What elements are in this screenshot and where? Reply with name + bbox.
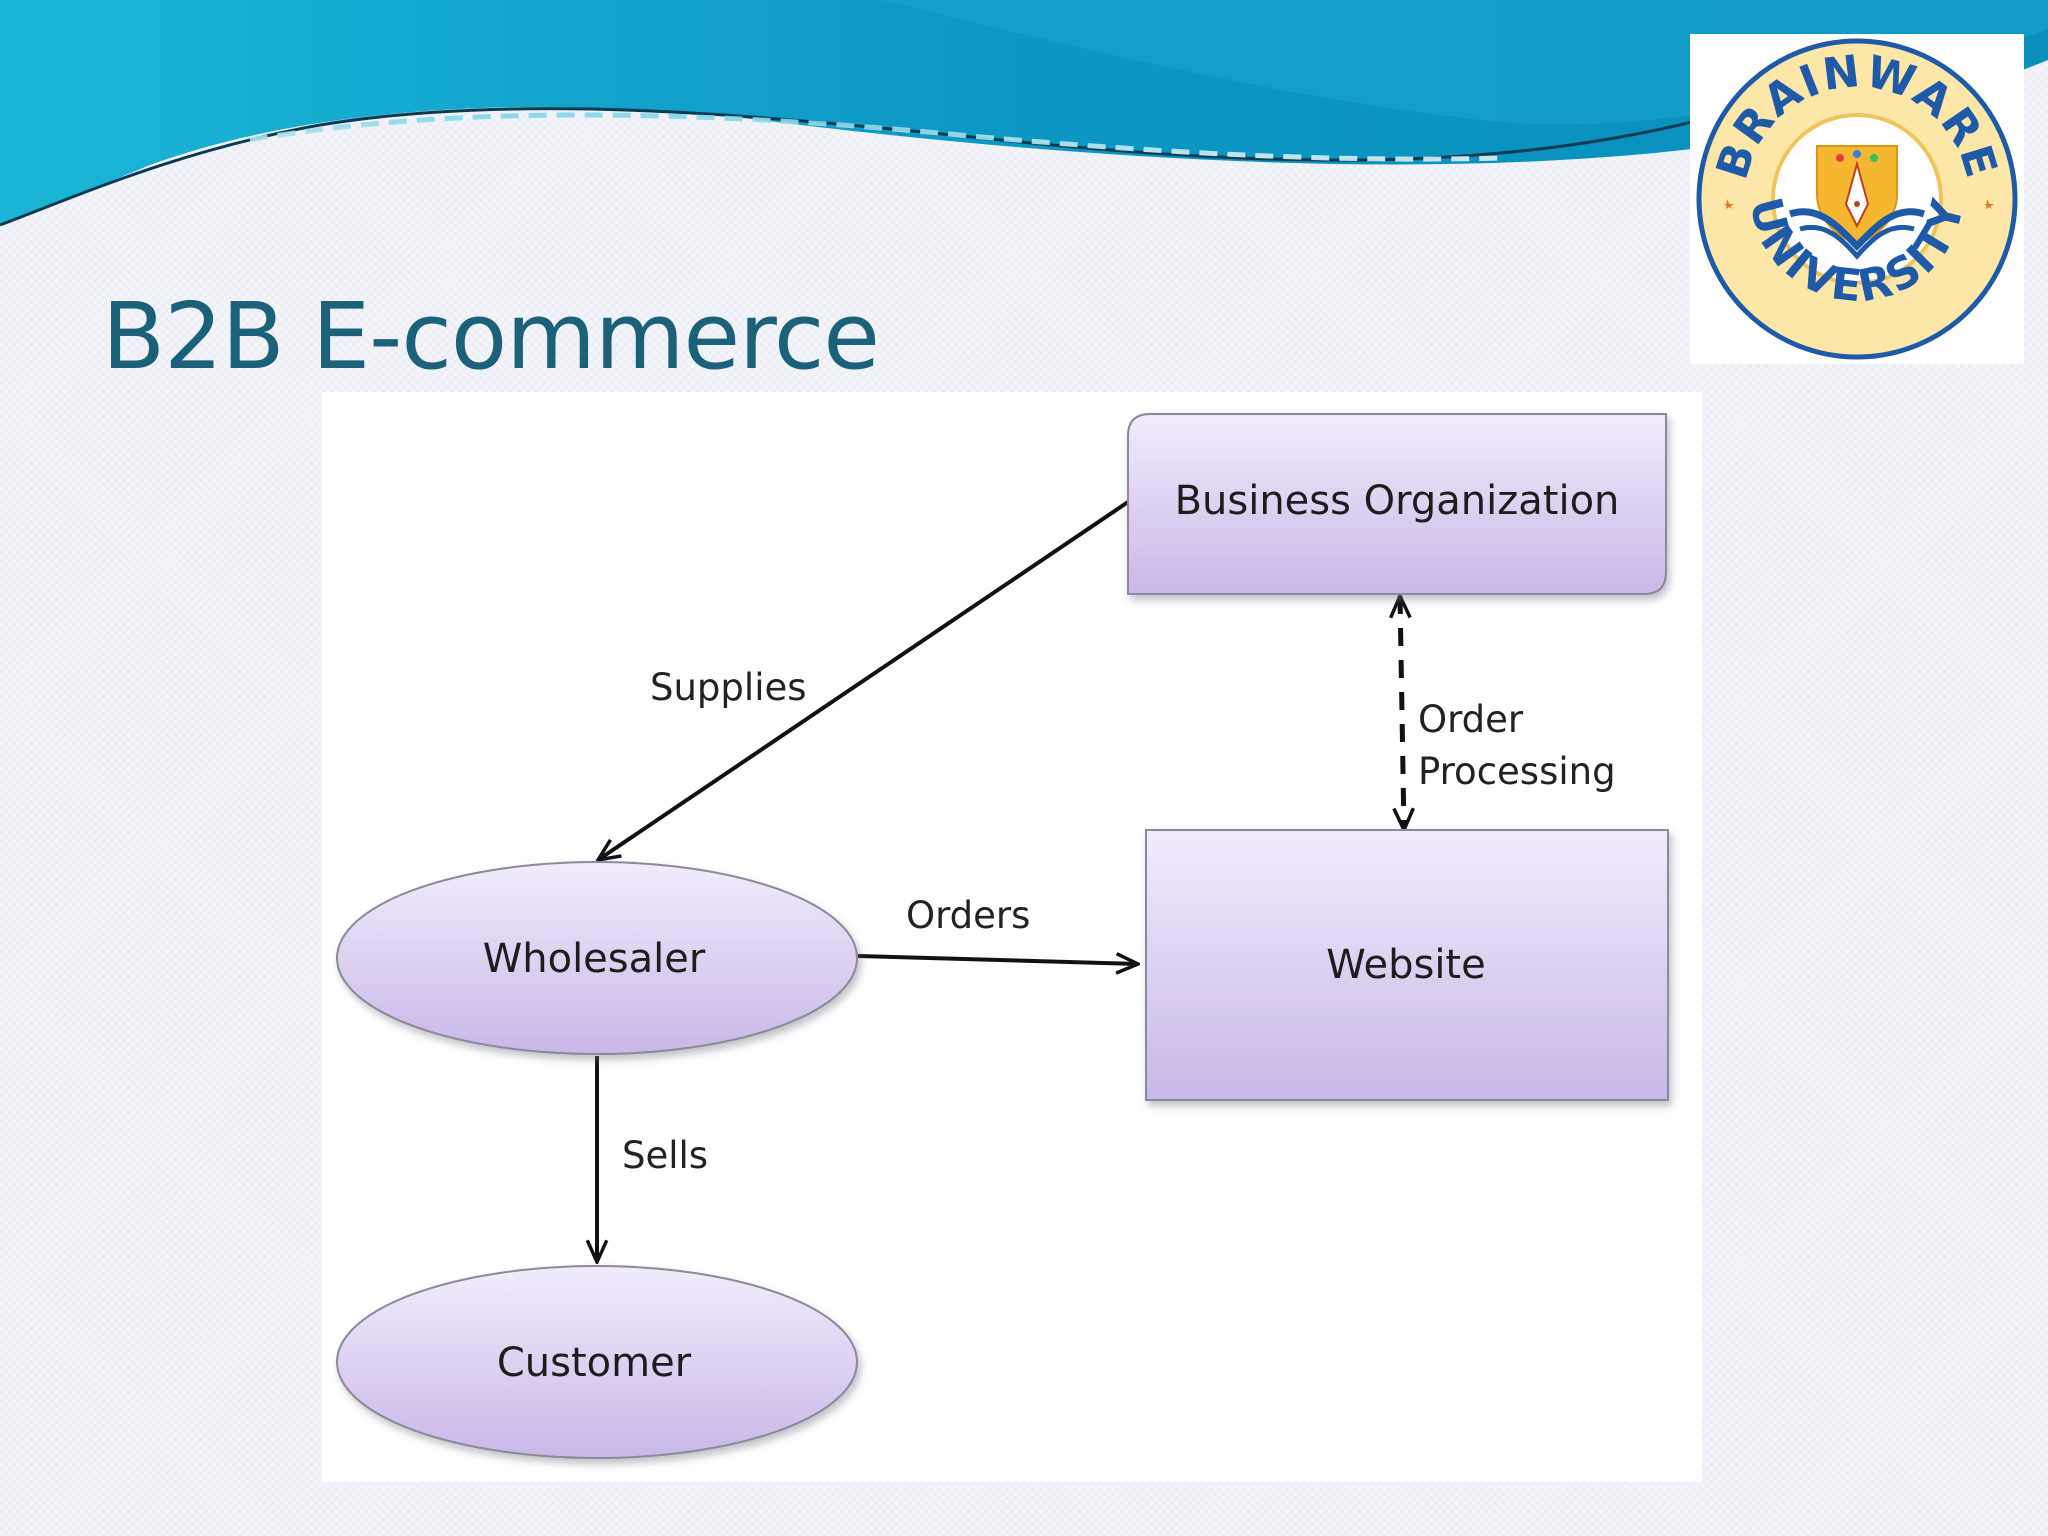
node-website-label: Website <box>1326 942 1485 988</box>
star-icon <box>1984 199 1994 209</box>
edge-label-order-processing-line1: Order <box>1418 698 1524 741</box>
edge-label-supplies: Supplies <box>650 666 807 709</box>
node-customer-label: Customer <box>497 1340 692 1386</box>
node-wholesaler: Wholesaler <box>336 861 858 1055</box>
node-business-organization: Business Organization <box>1127 413 1667 595</box>
edge-supplies-arrow <box>598 500 1130 860</box>
edge-label-orders: Orders <box>906 894 1030 937</box>
node-business-organization-label: Business Organization <box>1175 478 1620 524</box>
node-customer: Customer <box>336 1265 858 1459</box>
edge-orders-arrow <box>857 956 1138 964</box>
university-logo: BRAINWARE UNIVERSITY <box>1690 34 2024 364</box>
node-website: Website <box>1145 829 1669 1101</box>
edge-label-sells: Sells <box>622 1134 708 1177</box>
open-book-icon <box>1788 208 1926 260</box>
logo-seal-graphic: BRAINWARE UNIVERSITY <box>1696 38 2018 360</box>
star-icon <box>1724 199 1734 209</box>
edge-order-processing-arrow <box>1400 596 1404 830</box>
shield-emblem-icon <box>1816 145 1898 246</box>
node-wholesaler-label: Wholesaler <box>483 936 706 982</box>
edge-label-order-processing-line2: Processing <box>1418 750 1616 793</box>
slide-title: B2B E-commerce <box>102 283 880 390</box>
